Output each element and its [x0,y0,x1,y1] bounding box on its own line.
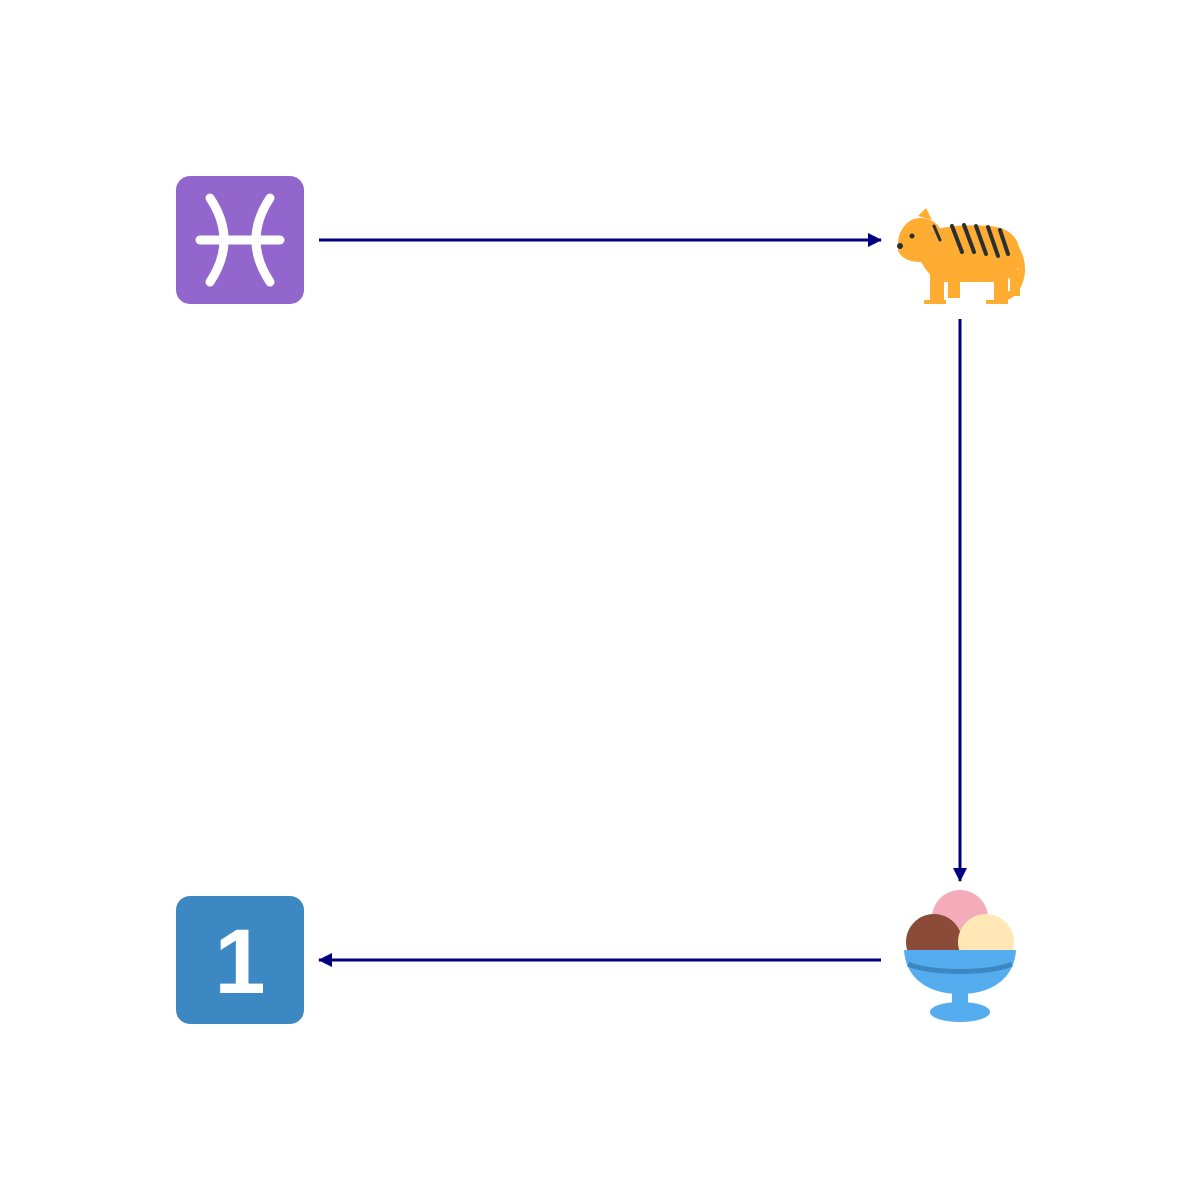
pisces-zodiac-icon [176,176,304,304]
tiger-icon [897,208,1026,304]
ice-cream-sundae-icon [904,890,1016,1022]
keycap-label: 1 [214,911,265,1013]
edges [318,233,967,967]
keycap-digit-one-icon: 1 [176,896,304,1024]
